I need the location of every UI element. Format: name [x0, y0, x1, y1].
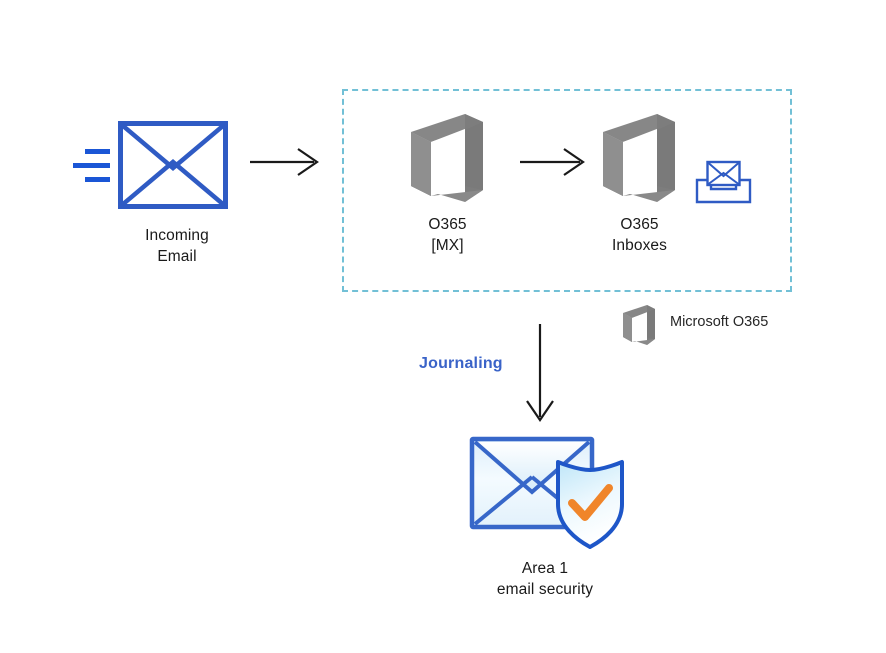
- microsoft-o365-zone: [342, 89, 792, 292]
- o365-inboxes-node: O365 Inboxes: [595, 108, 683, 254]
- office365-cube-icon-legend: [623, 305, 655, 345]
- o365-mx-label: O365 [MX]: [428, 216, 467, 254]
- office365-cube-icon-inboxes: [603, 114, 675, 202]
- legend-label-microsoft-o365: Microsoft O365: [670, 314, 769, 330]
- journaling-label: Journaling: [419, 355, 503, 372]
- o365-mx-node: O365 [MX]: [403, 108, 491, 254]
- office365-cube-icon-mx: [411, 114, 483, 202]
- envelope-icon: [118, 121, 228, 209]
- arrow-right-icon-mx-to-inboxes: [520, 148, 585, 176]
- area1-label: Area 1 email security: [496, 560, 594, 598]
- incoming-email-label: Incoming Email: [145, 227, 209, 265]
- o365-inboxes-label: O365 Inboxes: [612, 216, 667, 254]
- inbox-tray-envelope-icon: [695, 160, 752, 204]
- speed-lines-icon: [73, 149, 110, 182]
- arrow-down-icon-journaling: [526, 324, 554, 422]
- arrow-right-icon-incoming-to-mx: [250, 148, 319, 176]
- area1-node: Area 1 email security: [465, 430, 630, 598]
- envelope-shield-check-icon: [469, 436, 624, 549]
